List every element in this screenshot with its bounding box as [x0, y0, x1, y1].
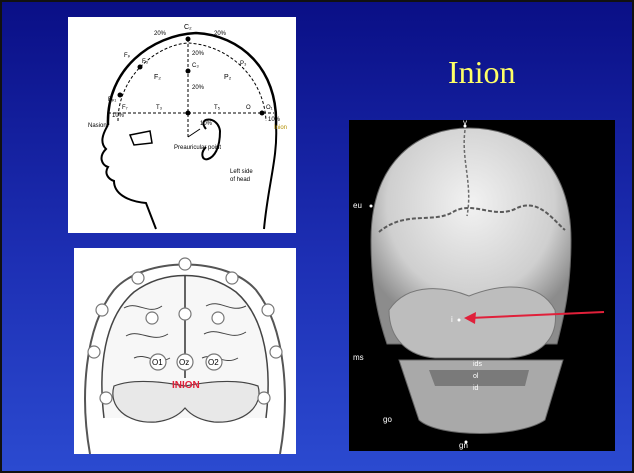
- label-nasion: Nasion: [88, 123, 107, 129]
- eeg-side-view-drawing: C₂ 20% 20% 20% C₃ 20% F₃ P₃ F₂ P₂ Fₚ F₇ …: [68, 17, 296, 233]
- electrode-top: [179, 258, 191, 270]
- label-p3: P₃: [240, 61, 247, 67]
- skull-posterior-photo: v eu i ms ids ol id go gn: [349, 120, 615, 451]
- electrode-right-3: [258, 392, 270, 404]
- label-pct-top-right: 20%: [214, 31, 227, 37]
- label-o1: O₁: [266, 105, 273, 111]
- label-o-mid: O: [246, 105, 251, 111]
- electrode-mid-right: [212, 312, 224, 324]
- label-cz: C₂: [184, 24, 192, 31]
- marker-i: [458, 319, 461, 322]
- skull-illustration: v eu i ms ids ol id go gn: [349, 120, 615, 451]
- electrode-right-2: [270, 346, 282, 358]
- label-o2: O2: [208, 358, 219, 367]
- neck-line: [264, 125, 276, 229]
- electrode-o1: [260, 111, 265, 116]
- label-preauricular: Preauricular point: [174, 145, 221, 151]
- electrode-cz: [186, 37, 191, 42]
- electrode-mid-left: [146, 312, 158, 324]
- occipital-region: [389, 287, 556, 358]
- label-o1: O1: [152, 358, 163, 367]
- electrode-left-2: [88, 346, 100, 358]
- label-ms: ms: [353, 353, 364, 362]
- electrode-upper-right: [226, 272, 238, 284]
- caption-line-2: of head: [230, 177, 250, 183]
- label-fp1: Fₚ₁: [108, 97, 116, 103]
- label-pct-upper: 20%: [192, 51, 205, 57]
- marker-eu: [370, 205, 373, 208]
- electrode-f3: [138, 65, 143, 70]
- label-go: go: [383, 415, 392, 424]
- label-pct-back: 10%: [268, 117, 281, 123]
- electrode-fz-mid: [186, 69, 191, 74]
- brain-back-view-drawing: O1 Oz O2 INION: [74, 248, 296, 454]
- face-profile: [102, 125, 156, 229]
- label-ol: ol: [473, 373, 479, 380]
- label-inion: INION: [172, 380, 200, 391]
- label-eu: eu: [353, 201, 362, 210]
- label-pct-mid: 20%: [192, 85, 205, 91]
- label-c3: C₃: [192, 63, 199, 69]
- label-inion: Inion: [274, 125, 287, 131]
- electrode-left-1: [96, 304, 108, 316]
- label-pz: P₂: [224, 74, 232, 81]
- label-pct-ear: 10%: [200, 121, 213, 127]
- electrode-fp: [118, 93, 123, 98]
- label-t3: T₃: [156, 105, 163, 111]
- preauricular-pointer: [188, 129, 200, 137]
- eeg-10-20-side-diagram: C₂ 20% 20% 20% C₃ 20% F₃ P₃ F₂ P₂ Fₚ F₇ …: [68, 17, 296, 233]
- teeth-row: [429, 370, 529, 386]
- label-pct-top-left: 20%: [154, 31, 167, 37]
- electrode-upper-left: [132, 272, 144, 284]
- label-pct-front: 10%: [112, 113, 125, 119]
- label-f7: F₇: [122, 105, 128, 111]
- electrode-mid-center: [179, 308, 191, 320]
- label-oz: Oz: [179, 358, 189, 367]
- scalp-arc: [108, 33, 276, 125]
- electrode-right-1: [262, 304, 274, 316]
- label-fz: F₂: [154, 74, 161, 81]
- label-id: id: [473, 385, 479, 392]
- electrode-left-3: [100, 392, 112, 404]
- caption-line-1: Left side: [230, 169, 253, 175]
- label-v: v: [463, 120, 467, 127]
- label-ids: ids: [473, 361, 482, 368]
- label-f3: F₃: [142, 59, 149, 65]
- label-t5: T₅: [214, 105, 221, 111]
- eye: [130, 131, 152, 145]
- brain-posterior-diagram: O1 Oz O2 INION: [74, 248, 296, 454]
- slide-title: Inion: [448, 52, 568, 92]
- label-i: i: [451, 315, 453, 324]
- electrode-t3: [186, 111, 191, 116]
- label-gn: gn: [459, 441, 468, 450]
- label-fp-mid: Fₚ: [124, 53, 131, 59]
